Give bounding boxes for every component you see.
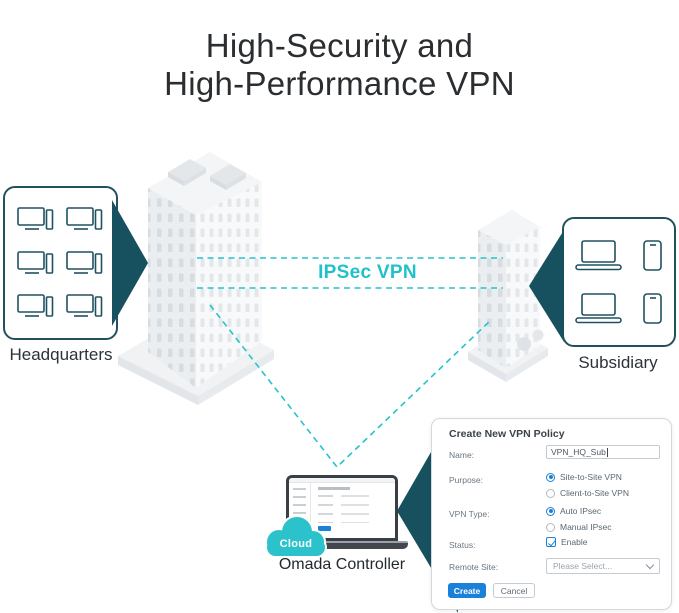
page-title-line1: High-Security and	[205, 27, 474, 65]
name-input-value: VPN_HQ_Sub	[551, 447, 606, 457]
subsidiary-device-group	[562, 217, 676, 347]
controller-label: Omada Controller	[278, 556, 406, 573]
ipsec-vpn-label: IPSec VPN	[318, 262, 417, 283]
phone-icon	[643, 292, 663, 324]
cloud-icon	[265, 515, 327, 558]
desktop-icon	[66, 206, 103, 230]
bush-icon	[532, 329, 544, 341]
remote-site-label: Remote Site:	[449, 562, 499, 572]
subsidiary-building	[478, 210, 544, 368]
chevron-down-icon	[645, 560, 655, 569]
laptop-icon	[574, 292, 622, 323]
purpose-label: Purpose:	[449, 475, 484, 485]
status-label: Status:	[449, 540, 476, 550]
radio-label: Manual IPsec	[560, 522, 612, 532]
page-title-line2: High-Performance VPN	[164, 65, 515, 103]
radio-icon[interactable]	[546, 506, 555, 516]
controller-laptop-screen	[286, 475, 398, 541]
desktop-icon	[16, 250, 53, 274]
status-enable-option[interactable]: Enable	[546, 537, 587, 547]
subsidiary-label: Subsidiary	[578, 353, 658, 372]
radio-icon[interactable]	[546, 522, 555, 532]
bush-icon	[517, 337, 531, 351]
create-button[interactable]: Create	[448, 583, 486, 598]
radio-label: Auto IPsec	[560, 506, 602, 516]
desktop-icon	[16, 294, 53, 318]
mini-ui-labels	[318, 495, 333, 523]
arrow-subsidiary-to-building	[529, 230, 564, 342]
purpose-option-site-to-site[interactable]: Site-to-Site VPN	[546, 472, 622, 482]
vpn-type-option-manual-ipsec[interactable]: Manual IPsec	[546, 522, 612, 532]
desktop-icon	[66, 294, 103, 318]
subsidiary-building-base	[468, 328, 548, 382]
radio-label: Site-to-Site VPN	[560, 472, 622, 482]
desktop-icon	[66, 250, 103, 274]
radio-icon[interactable]	[546, 472, 555, 482]
remote-site-placeholder: Please Select...	[553, 561, 613, 571]
vpn-type-option-auto-ipsec[interactable]: Auto IPsec	[546, 506, 601, 516]
mini-ui-topbar	[289, 478, 395, 483]
remote-site-select[interactable]: Please Select...	[546, 558, 660, 574]
name-input[interactable]: VPN_HQ_Sub	[546, 445, 660, 459]
checkbox-icon[interactable]	[546, 537, 556, 547]
headquarters-device-group	[3, 186, 118, 340]
create-vpn-policy-panel: Create New VPN Policy Name: VPN_HQ_Sub P…	[431, 418, 672, 610]
cloud-badge-label: Cloud	[279, 538, 313, 550]
panel-title: Create New VPN Policy	[449, 428, 565, 440]
controller-laptop	[278, 475, 408, 555]
cloud-badge: Cloud	[262, 515, 330, 561]
text-caret	[606, 447, 608, 457]
desktop-icon	[16, 206, 53, 230]
cancel-button[interactable]: Cancel	[493, 583, 535, 598]
mini-ui-button	[318, 526, 331, 531]
controller-laptop-base	[278, 541, 408, 549]
vpn-type-label: VPN Type:	[449, 509, 490, 519]
headquarters-label: Headquarters	[9, 345, 113, 364]
mini-ui-heading	[318, 487, 350, 490]
purpose-option-client-to-site[interactable]: Client-to-Site VPN	[546, 488, 629, 498]
radio-icon[interactable]	[546, 488, 555, 498]
mini-ui-values	[341, 495, 369, 523]
name-label: Name:	[449, 450, 475, 460]
headquarters-building	[148, 152, 262, 388]
headquarters-building-base	[118, 310, 274, 405]
checkbox-label: Enable	[561, 537, 588, 547]
laptop-icon	[574, 240, 622, 271]
page-title: High-Security and High-Performance VPN	[0, 27, 679, 103]
radio-label: Client-to-Site VPN	[560, 488, 629, 498]
phone-icon	[643, 240, 663, 272]
